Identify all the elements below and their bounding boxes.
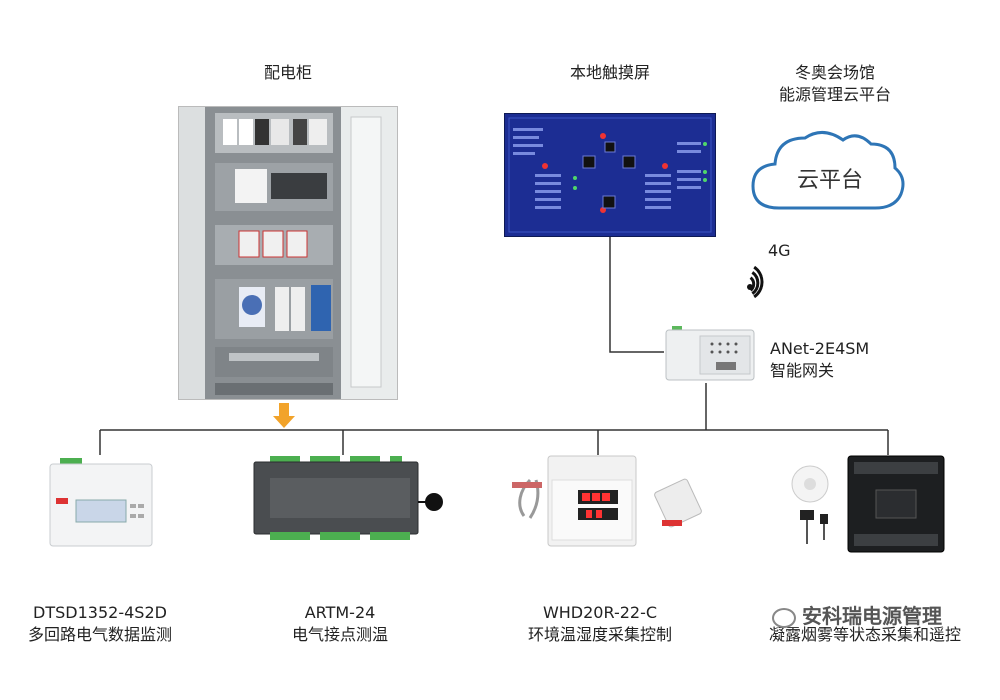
screen-gateway-link <box>609 236 664 353</box>
cloud-icon <box>751 131 905 210</box>
cloud-platform-text: 云平台 <box>796 168 863 193</box>
network-4g-label: 4G <box>768 241 791 260</box>
wifi-icon <box>747 265 764 299</box>
watermark-text: 安科瑞电源管理 <box>802 604 942 628</box>
device-4-desc: 凝露烟雾等状态采集和遥控 <box>768 625 961 644</box>
gateway-name: 智能网关 <box>770 361 835 380</box>
cloud-heading-line2: 能源管理云平台 <box>778 85 891 104</box>
touchscreen-illustration <box>505 114 715 236</box>
device-1-desc: 多回路电气数据监测 <box>27 625 172 644</box>
device-3-desc: 环境温湿度采集控制 <box>527 625 672 644</box>
device-2-model: ARTM-24 <box>304 603 376 622</box>
wechat-icon <box>772 607 796 628</box>
humidity-controller-device <box>512 455 702 547</box>
io-module-device <box>791 455 945 553</box>
gateway-device <box>665 326 755 381</box>
cabinet-label: 配电柜 <box>263 63 312 82</box>
down-arrow-icon <box>273 403 295 428</box>
device-3-model: WHD20R-22-C <box>542 603 658 622</box>
device-2-desc: 电气接点测温 <box>291 625 388 644</box>
meter-device <box>49 458 153 547</box>
gateway-model: ANet-2E4SM <box>770 339 870 358</box>
cabinet-illustration <box>179 107 397 399</box>
touchscreen-label: 本地触摸屏 <box>569 63 650 82</box>
touchscreen-display <box>504 113 716 237</box>
device-1-model: DTSD1352-4S2D <box>33 603 167 622</box>
cabinet-photo <box>178 106 398 400</box>
watermark: 安科瑞电源管理 <box>772 600 972 629</box>
cloud-heading-line1: 冬奥会场馆 <box>794 63 875 82</box>
temperature-module-device <box>253 456 443 540</box>
